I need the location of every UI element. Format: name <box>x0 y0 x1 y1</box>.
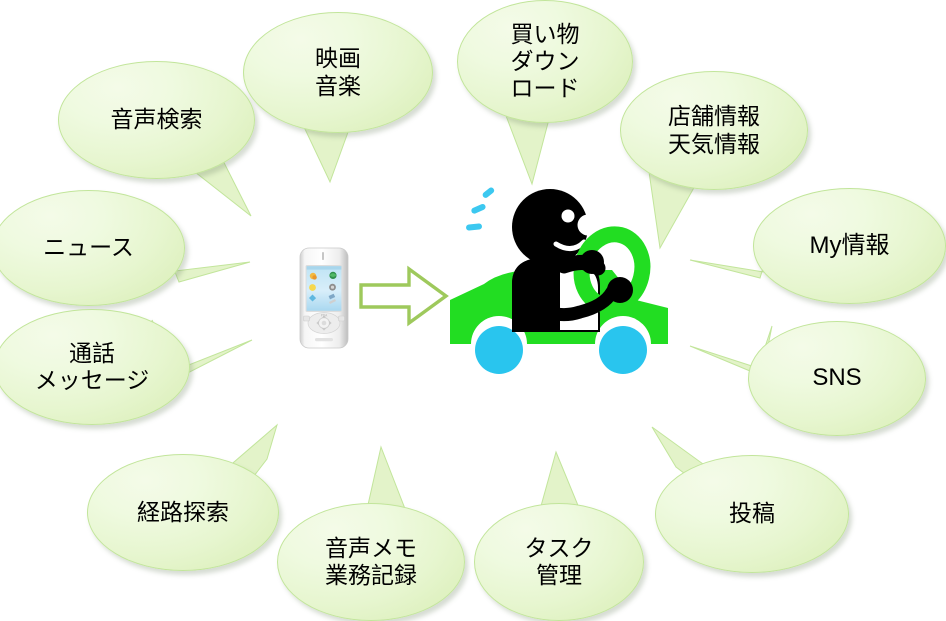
speech-bubble-task-management[interactable]: タスク 管理 <box>474 503 644 621</box>
driver-smile <box>553 239 587 251</box>
speech-bubble-voice-memo[interactable]: 音声メモ 業務記録 <box>277 503 465 621</box>
bubble-label-my-info: My情報 <box>809 231 890 259</box>
mobile-phone-icon: PDA <box>299 247 349 349</box>
bubble-label-sns: SNS <box>812 364 862 392</box>
bubble-label-voice-search: 音声検索 <box>110 106 203 133</box>
bubble-label-route-search: 経路探索 <box>137 498 229 525</box>
speech-bubble-call-message[interactable]: 通話 メッセージ <box>0 309 190 425</box>
bubble-label-shopping-download: 買い物 ダウン ロード <box>510 20 580 102</box>
car-wheel-rear <box>599 326 647 374</box>
car-wheel-front <box>475 326 523 374</box>
speech-bubble-voice-search[interactable]: 音声検索 <box>58 61 255 179</box>
bubble-label-task-management: タスク 管理 <box>524 534 594 588</box>
driver-hand-upper <box>580 250 604 274</box>
bubble-label-news: ニュース <box>43 234 134 261</box>
svg-text:PDA: PDA <box>321 313 328 317</box>
driver-eye <box>561 209 575 223</box>
driver-arm-lower <box>521 285 619 322</box>
speech-bubble-shopping-download[interactable]: 買い物 ダウン ロード <box>457 0 633 123</box>
driver-hand-lower <box>607 277 633 303</box>
bubble-label-post: 投稿 <box>729 500 775 527</box>
bubble-label-movie-music: 映画 音楽 <box>315 45 361 99</box>
bubble-label-store-weather: 店舗情報 天気情報 <box>668 103 760 157</box>
transition-arrow-icon <box>359 265 449 327</box>
bubble-label-call-message: 通話 メッセージ <box>34 339 150 393</box>
bubble-label-voice-memo: 音声メモ 業務記録 <box>325 534 417 588</box>
driver-head <box>512 189 588 265</box>
speech-bubble-news[interactable]: ニュース <box>0 190 185 306</box>
person-driving-car-illustration <box>450 187 668 374</box>
speech-bubble-sns[interactable]: SNS <box>748 321 926 436</box>
speech-bubble-movie-music[interactable]: 映画 音楽 <box>243 12 433 133</box>
speech-bubble-my-info[interactable]: My情報 <box>753 188 946 304</box>
speech-bubble-route-search[interactable]: 経路探索 <box>87 454 279 571</box>
speech-bubble-store-weather[interactable]: 店舗情報 天気情報 <box>620 71 808 190</box>
motion-lines-icon <box>466 187 495 231</box>
speech-bubble-post[interactable]: 投稿 <box>655 455 849 573</box>
